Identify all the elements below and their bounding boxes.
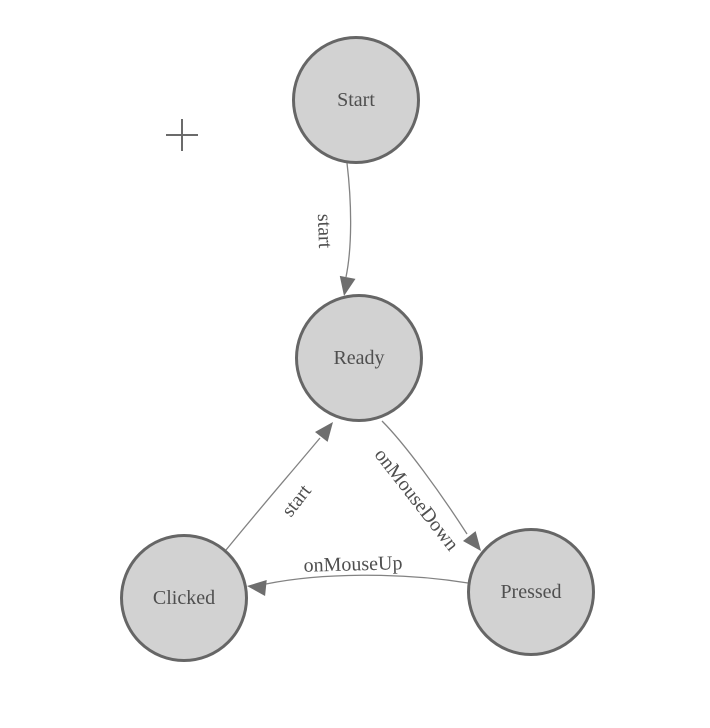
node-pressed[interactable]: Pressed: [467, 528, 595, 656]
edge-start-to-ready[interactable]: [345, 162, 352, 278]
edge-pressed-to-clicked[interactable]: [265, 574, 469, 585]
arrowhead-ready-to-pressed-icon: [462, 531, 481, 551]
arrowhead-pressed-to-clicked-icon: [247, 580, 267, 596]
arrowhead-start-to-ready-icon: [339, 275, 356, 296]
edge-clicked-to-ready[interactable]: [225, 437, 321, 551]
arrowhead-clicked-to-ready-icon: [314, 422, 333, 442]
node-start[interactable]: Start: [292, 36, 420, 164]
node-clicked-label: Clicked: [152, 586, 216, 609]
node-ready-label: Ready: [333, 346, 385, 369]
edge-label-pressed-to-clicked[interactable]: onMouseUp: [303, 552, 403, 577]
edge-label-start-to-ready[interactable]: start: [312, 213, 337, 249]
node-ready[interactable]: Ready: [295, 294, 423, 422]
plus-vertical-bar: [180, 119, 184, 151]
node-start-label: Start: [337, 88, 375, 111]
node-clicked[interactable]: Clicked: [120, 534, 248, 662]
node-pressed-label: Pressed: [500, 580, 562, 603]
edge-ready-to-pressed[interactable]: [381, 420, 468, 535]
plus-crosshair-icon: [166, 119, 198, 151]
